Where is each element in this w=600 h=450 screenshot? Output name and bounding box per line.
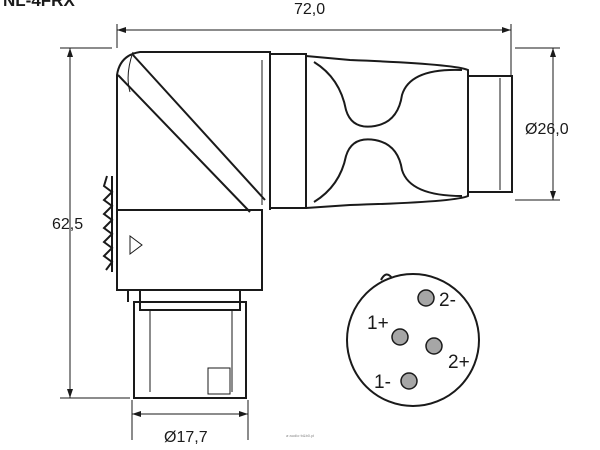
pin-1minus: [400, 372, 418, 390]
diameter-large-label: Ø26,0: [525, 121, 569, 138]
length-label: 72,0: [294, 1, 325, 18]
diameter-small-label: Ø17,7: [164, 429, 208, 446]
pin-label-2plus: 2+: [448, 352, 470, 373]
diameter-large-dimension: Ø26,0: [515, 47, 569, 201]
diameter-small-dimension: Ø17,7: [131, 400, 249, 446]
watermark: a·audio·b&b0.pl: [286, 433, 314, 438]
connector-body: [102, 51, 513, 399]
pin-layout: 2- 1+ 2+ 1-: [346, 273, 480, 407]
pin-label-2minus: 2-: [439, 290, 456, 311]
pin-2plus: [425, 337, 443, 355]
pin-2minus: [417, 289, 435, 307]
height-dimension: 62,5: [52, 47, 130, 399]
pin-1plus: [391, 328, 409, 346]
model-title: NL-4FRX: [3, 0, 75, 10]
height-label: 62,5: [52, 216, 83, 233]
pin-label-1minus: 1-: [374, 372, 391, 393]
length-dimension: 72,0: [116, 1, 512, 76]
pin-label-1plus: 1+: [367, 313, 389, 334]
